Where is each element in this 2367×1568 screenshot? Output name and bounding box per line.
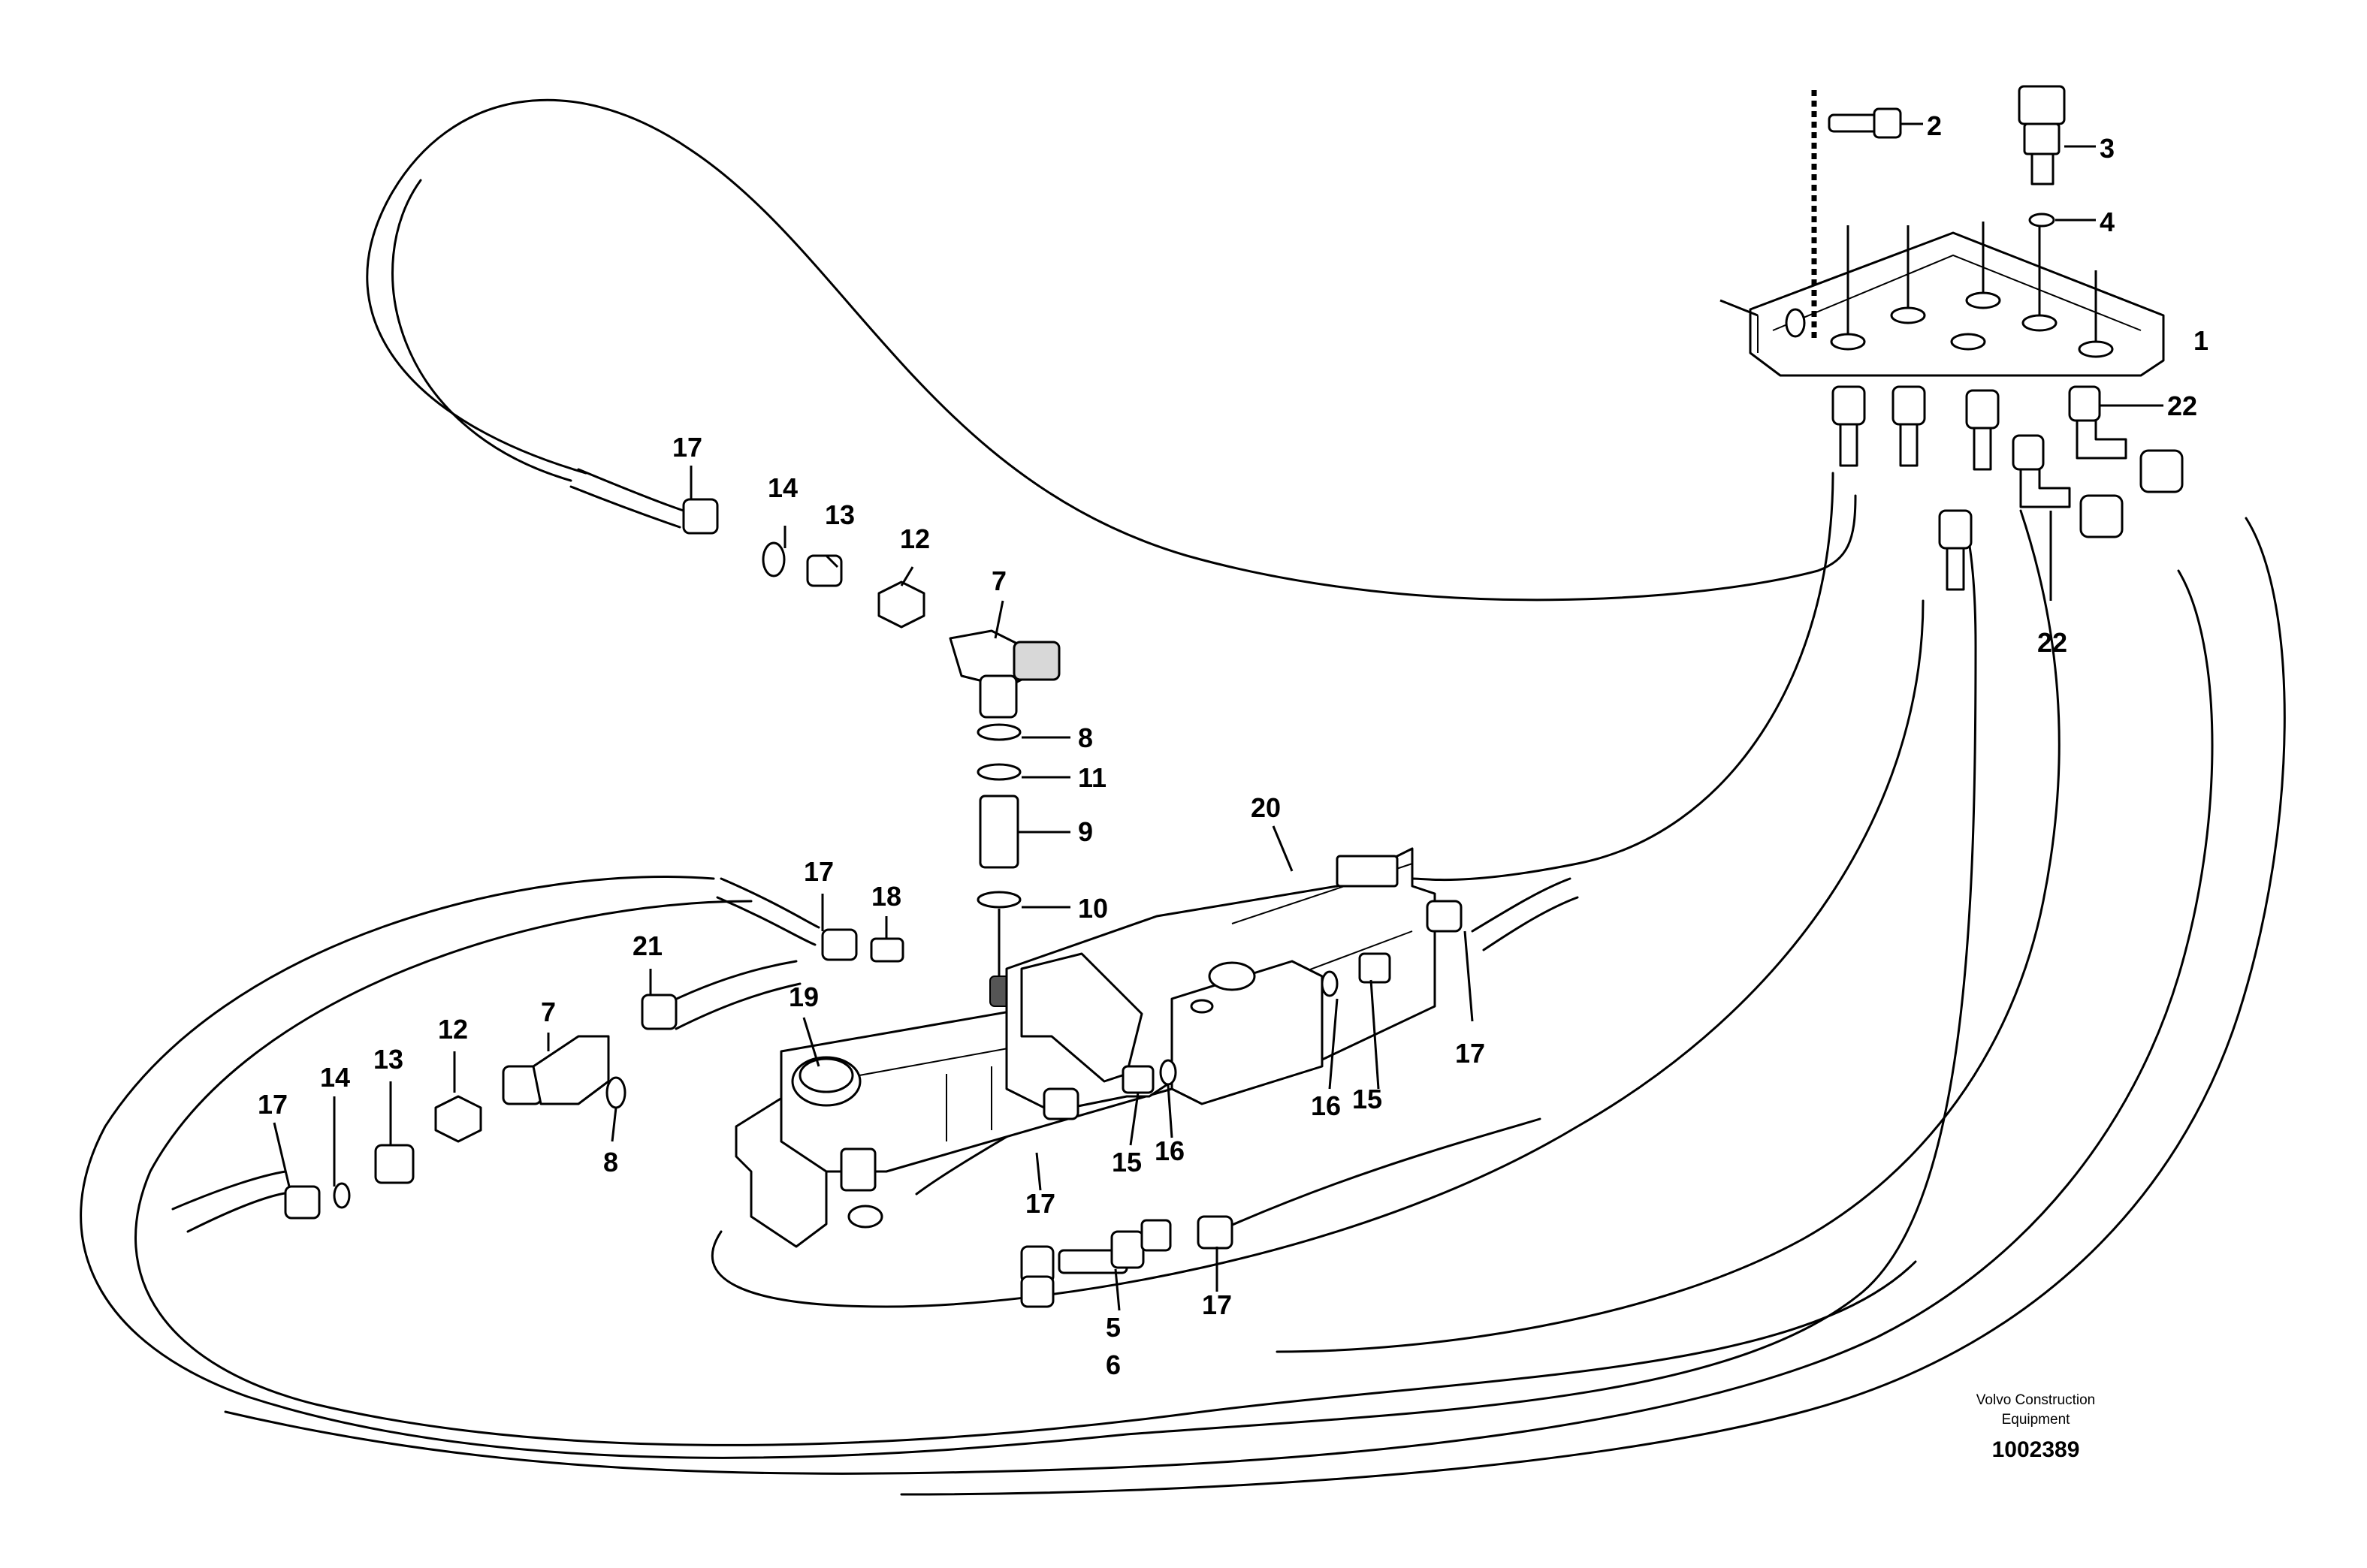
callout-15-left: 15 [1112,1147,1142,1178]
callout-9: 9 [1078,816,1093,847]
bolt [1828,107,1923,139]
callout-13-upper: 13 [825,499,855,530]
stud-lines [1719,222,2097,342]
callout-16-left: 16 [1155,1135,1185,1166]
callout-19: 19 [789,982,819,1012]
figure-credit: Volvo Construction Equipment 1002389 [1976,1392,2095,1462]
manifold-plate [1719,90,2165,377]
leader-lines [273,466,1474,1311]
callout-7-upper: 7 [992,565,1007,596]
credit-line-2: Equipment [2002,1412,2071,1428]
callout-17-right: 17 [1455,1038,1485,1069]
callout-11: 11 [1078,762,1107,793]
callout-17-bottom: 17 [1202,1289,1232,1320]
callout-labels: 1 2 3 4 22 22 17 14 13 12 7 8 11 9 10 20… [258,110,2208,1380]
plate-hose-fittings [1831,385,2184,601]
callout-8-upper: 8 [1078,722,1093,753]
callout-20: 20 [1251,792,1281,823]
document-number: 1002389 [1992,1437,2080,1462]
callout-17-center: 17 [1025,1188,1055,1219]
callout-2: 2 [1927,110,1942,141]
callout-4: 4 [2100,207,2115,237]
credit-line-1: Volvo Construction [1976,1392,2095,1408]
left-fitting-chain [284,994,678,1220]
lower-tee-fittings [1020,1219,1172,1308]
callout-17-left: 17 [258,1089,288,1120]
side-fittings [821,900,1463,1250]
callout-17-mid: 17 [804,856,834,887]
callout-22-top: 22 [2167,390,2197,421]
callout-17-upper: 17 [672,432,702,463]
callout-8-lower: 8 [603,1147,618,1178]
o-ring-4 [2028,213,2055,228]
callout-18: 18 [871,881,901,912]
pressure-sensor [2018,85,2096,185]
callout-1: 1 [2193,325,2208,356]
callout-14-upper: 14 [768,472,798,503]
callout-12-lower: 12 [438,1014,468,1045]
callout-6: 6 [1106,1349,1121,1380]
callout-7-lower: 7 [541,997,556,1027]
callout-15-right: 15 [1352,1084,1382,1114]
callout-12-upper: 12 [900,523,930,554]
callout-3: 3 [2100,133,2115,164]
callout-16-right: 16 [1311,1090,1341,1121]
hose-lines [80,98,2286,1496]
callout-21: 21 [633,930,663,961]
callout-13-lower: 13 [373,1044,403,1075]
callout-5: 5 [1106,1312,1121,1343]
upper-fitting-chain [682,498,1061,1007]
valve-body-20 [1005,847,1436,1113]
callout-22-bottom: 22 [2037,627,2067,658]
callout-10: 10 [1078,893,1108,924]
callout-14-lower: 14 [320,1062,350,1093]
